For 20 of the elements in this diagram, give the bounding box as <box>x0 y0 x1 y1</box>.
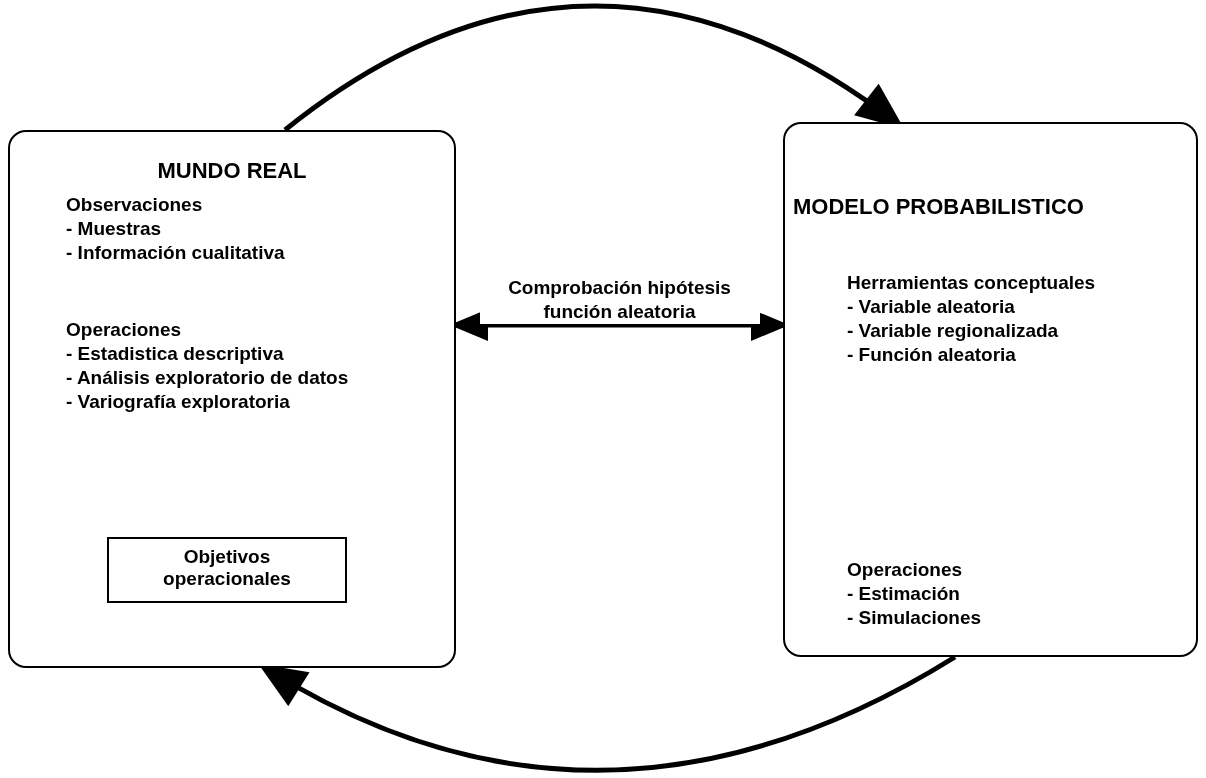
list-text: - Estadistica descriptiva <box>66 343 284 365</box>
panel-heading: MODELO PROBABILISTICO <box>793 196 1084 218</box>
list-text: - Función aleatoria <box>847 344 1016 366</box>
panel-heading: MUNDO REAL <box>156 160 308 182</box>
list-text: Operaciones <box>66 319 182 341</box>
list-text: - Simulaciones <box>847 607 982 629</box>
list-text: - Variable aleatoria <box>847 296 1015 318</box>
list-text: - Variable regionalizada <box>847 320 1059 342</box>
list-text: Herramientas conceptuales <box>847 272 1096 294</box>
list-text: Operaciones <box>847 559 963 581</box>
list-text: - Análisis exploratorio de datos <box>66 367 349 389</box>
list-text: - Información cualitativa <box>66 242 285 264</box>
panel-box <box>783 122 1198 657</box>
box-label: Objetivos operacionales <box>162 546 292 590</box>
list-text: Observaciones <box>66 194 203 216</box>
process-box <box>107 537 347 603</box>
list-text: - Variografía exploratoria <box>66 391 290 413</box>
list-text: - Estimación <box>847 583 960 605</box>
list-text: - Muestras <box>66 218 162 240</box>
panel-box <box>8 130 456 668</box>
